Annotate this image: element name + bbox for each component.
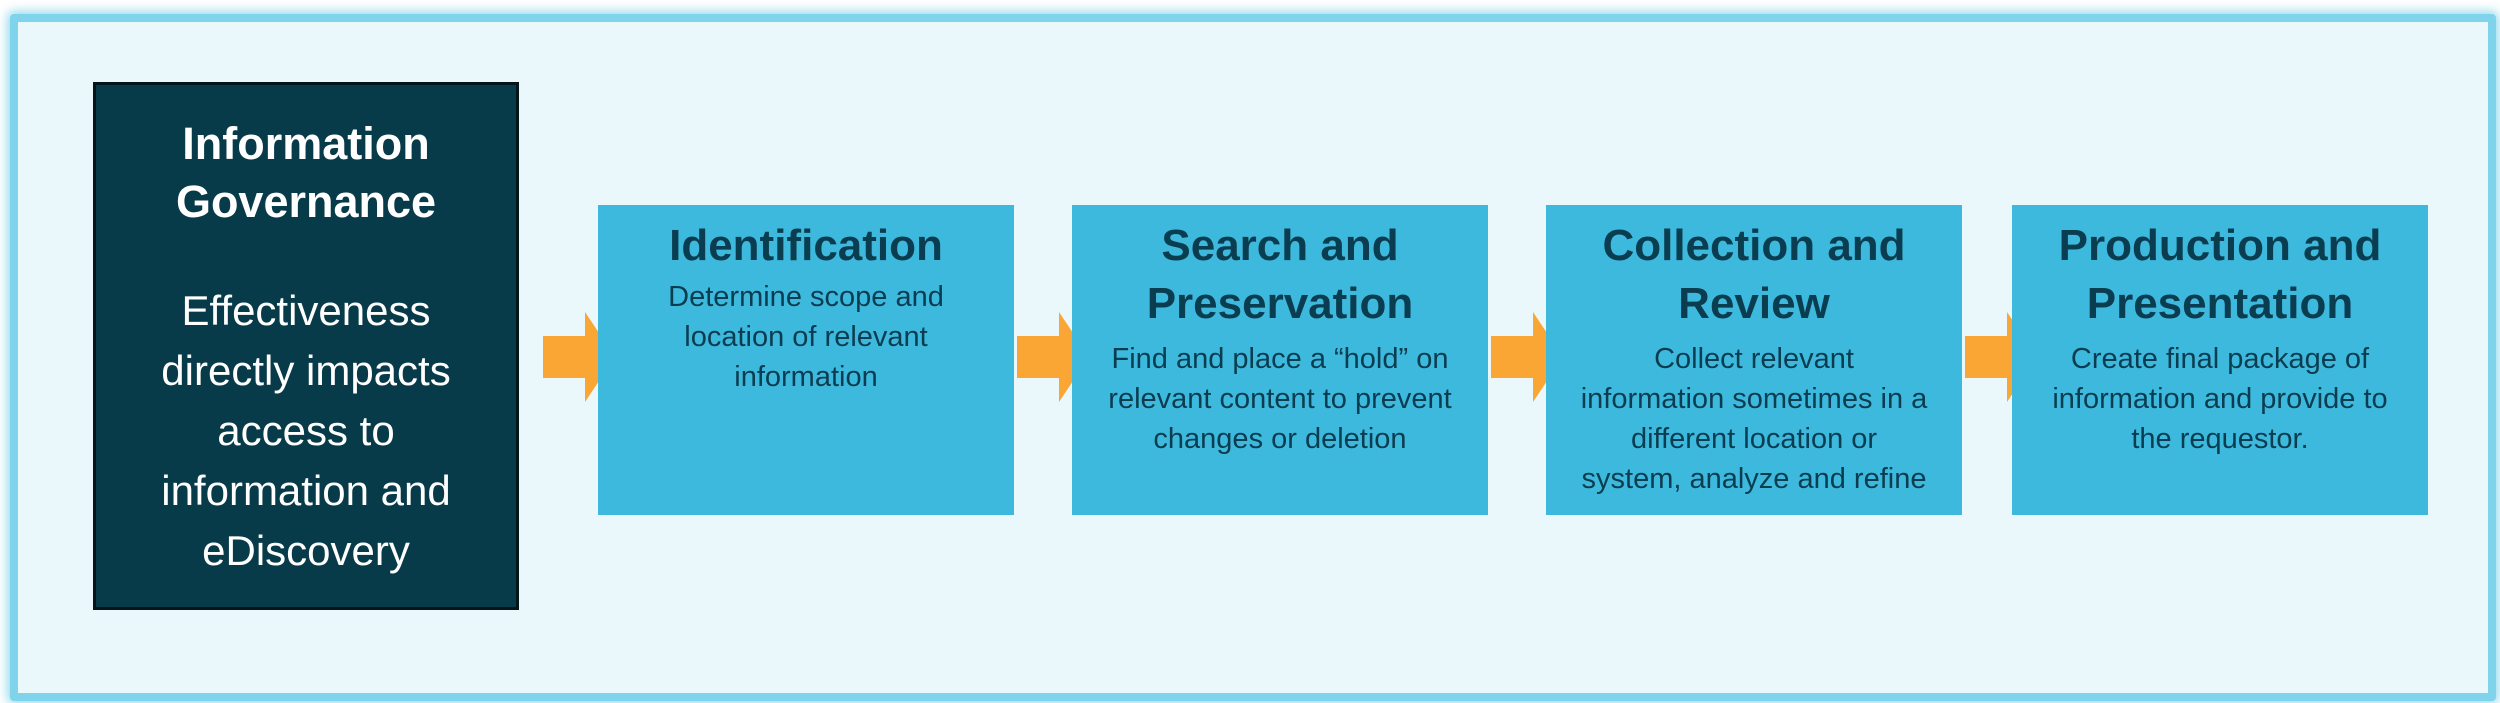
- step-desc-line: Collect relevant: [1654, 343, 1854, 375]
- step-desc-line: the requestor.: [2131, 423, 2309, 455]
- arrow-right-icon: [1491, 312, 1563, 402]
- governance-title-line: Governance: [175, 176, 437, 227]
- step-desc-line: system, analyze and refine: [1581, 463, 1927, 495]
- step-search-and-preservation: Search and Preservation Find and place a…: [1072, 205, 1488, 515]
- step-title-line: Collection and: [1602, 221, 1906, 270]
- governance-title-line: Information: [182, 118, 430, 169]
- step-desc-line: location of relevant: [684, 321, 928, 353]
- step-desc-line: information: [734, 361, 878, 393]
- step-title: Identification: [608, 217, 1004, 275]
- step-title-line: Production and: [2058, 221, 2382, 270]
- step-production-and-presentation: Production and Presentation Create final…: [2012, 205, 2428, 515]
- step-title: Collection and Review: [1556, 217, 1952, 333]
- step-description: Collect relevant information sometimes i…: [1556, 339, 1952, 499]
- governance-body-line: access to: [217, 407, 395, 454]
- arrow-right-icon: [1017, 312, 1089, 402]
- step-desc-line: information and provide to: [2052, 383, 2388, 415]
- governance-box: Information Governance Effectiveness dir…: [93, 82, 519, 610]
- step-identification: Identification Determine scope and locat…: [598, 205, 1014, 515]
- governance-body-line: information and: [161, 467, 451, 514]
- governance-title: Information Governance: [120, 115, 492, 231]
- step-desc-line: relevant content to prevent: [1108, 383, 1452, 415]
- governance-body: Effectiveness directly impacts access to…: [120, 281, 492, 581]
- step-title: Search and Preservation: [1082, 217, 1478, 333]
- step-desc-line: changes or deletion: [1153, 423, 1407, 455]
- governance-body-line: Effectiveness: [181, 287, 431, 334]
- step-desc-line: Determine scope and: [668, 281, 944, 313]
- governance-body-line: eDiscovery: [202, 527, 410, 574]
- step-collection-and-review: Collection and Review Collect relevant i…: [1546, 205, 1962, 515]
- step-description: Determine scope and location of relevant…: [608, 277, 1004, 397]
- step-title-line: Preservation: [1146, 279, 1414, 328]
- step-description: Find and place a “hold” on relevant cont…: [1082, 339, 1478, 459]
- step-title-line: Search and: [1161, 221, 1399, 270]
- step-title-line: Identification: [669, 221, 943, 270]
- step-title: Production and Presentation: [2022, 217, 2418, 333]
- step-desc-line: information sometimes in a: [1580, 383, 1928, 415]
- step-desc-line: Find and place a “hold” on: [1111, 343, 1449, 375]
- governance-body-line: directly impacts: [161, 347, 451, 394]
- step-title-line: Presentation: [2086, 279, 2354, 328]
- step-title-line: Review: [1678, 279, 1830, 328]
- step-desc-line: different location or: [1630, 423, 1878, 455]
- step-description: Create final package of information and …: [2022, 339, 2418, 459]
- step-desc-line: Create final package of: [2070, 343, 2370, 375]
- arrow-right-icon: [543, 312, 615, 402]
